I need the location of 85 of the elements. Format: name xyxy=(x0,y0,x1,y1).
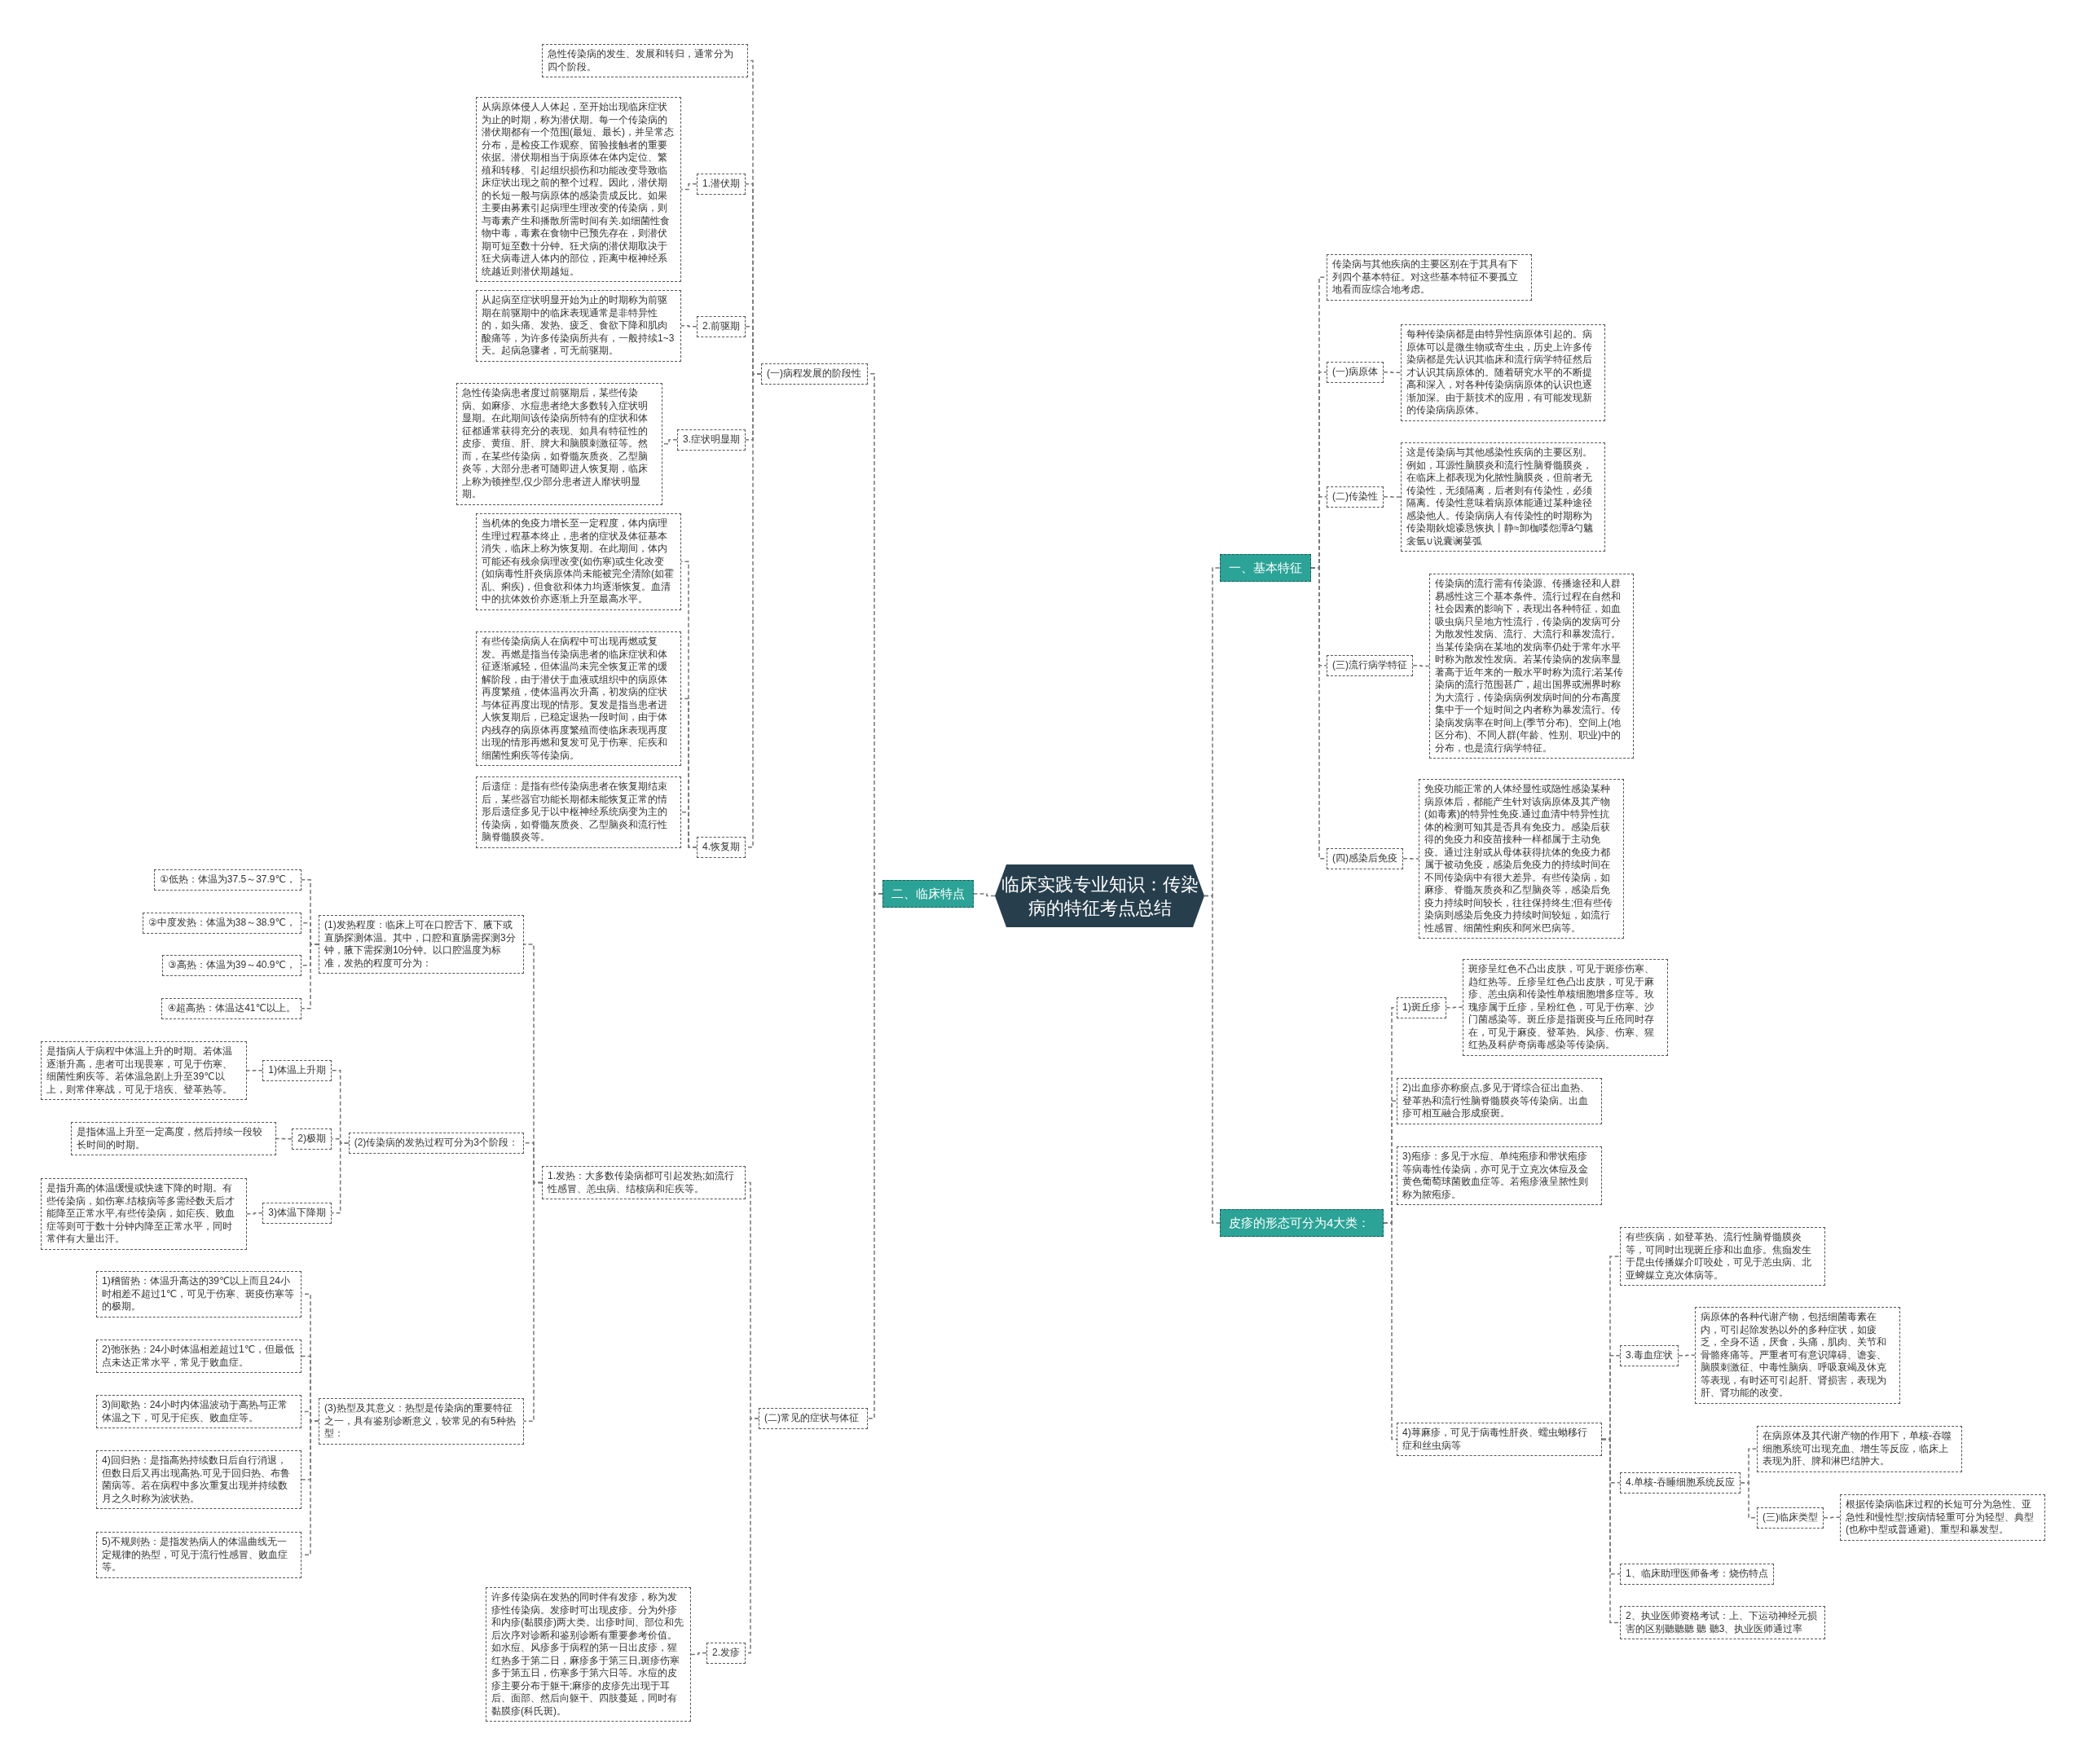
topic-box: 1.潜伏期 xyxy=(697,174,746,195)
connector-line xyxy=(1445,1006,1463,1009)
text-box: 许多传染病在发热的同时伴有发疹，称为发疹性传染病。发疹时可出现皮疹。分为外疹和内疹(黏膜疹)两大类。出疹时间、部位和先后次序对诊断和鉴别诊断有重要参考价值。如水痘、风疹多于病程的第一日出皮疹，猩红热多于第二日，麻疹多于第三日,斑疹伤寒多于第五日，伤寒多于第六日等。水痘的皮疹主要分布于躯干;麻疹的皮疹先出现于耳后、面部、然后向躯干、四肢蔓延，同时有黏膜疹(科氏斑)。 xyxy=(486,1587,691,1722)
text-box: 每种传染病都是由特异性病原体引起的。病原体可以是微生物或寄生虫，历史上许多传染病都是先认识其临床和流行病学特征然后才认识其病原体的。随着研究水平的不断提高和深入，对各种传染病病原体的认识也逐渐加深。由于新技术的应用，有可能发现新的传染病病原体。 xyxy=(1401,324,1605,421)
connector-line xyxy=(680,183,698,191)
topic-box: (四)感染后免疫 xyxy=(1327,848,1403,869)
connector-line xyxy=(1740,1482,1758,1519)
title-banner: 临床实践专业知识：传染病的特征考点总结 xyxy=(995,864,1204,927)
connector-line xyxy=(680,325,698,328)
text-box: 当机体的免疫力增长至一定程度，体内病理生理过程基本终止，患者的症状及体征基本消失，临床上称为恢复期。在此期间，体内可能还有残余病理改变(如伤寒)或生化改变(如病毒性肝炎病原体尚未能被完全清除(如霍乱、痢疾)，但食欲和体力均逐渐恢复。血清中的抗体效价亦逐渐上升至最高水平。 xyxy=(476,513,681,610)
connector-line xyxy=(690,1652,707,1656)
text-box: 1)稽留热：体温升高达的39℃以上而且24小时相差不超过1℃，可见于伤寒、斑疫伤寒等的极期。 xyxy=(96,1271,301,1318)
topic-box: 2.发疹 xyxy=(706,1643,746,1664)
text-box: 这是传染病与其他感染性疾病的主要区别。例如，耳源性脑膜炎和流行性脑脊髓膜炎，在临床上都表现为化脓性脑膜炎，但前者无传染性，无须隔离，后者则有传染性，必须隔离。传染性意味着病原体能通过某种途径感染他人。传染病病人有传染性的时期称为传染期鈥熄诿恳恢执丨静≈卸枷喽怨潭ǎ勺魑衾氩∪说囊谰荽弧 xyxy=(1401,442,1605,552)
topic-box: (2)传染病的发热过程可分为3个阶段： xyxy=(348,1133,524,1154)
topic-box: 1)体温上升期 xyxy=(262,1060,332,1081)
topic-box: (二)常见的症状与体征 xyxy=(759,1408,868,1429)
topic-box: (三)临床类型 xyxy=(1757,1507,1824,1529)
connector-line xyxy=(523,1181,543,1422)
text-box: 2)出血疹亦称瘀点,多见于肾综合征出血热、登革热和流行性脑脊髓膜炎等传染病。出血疹可相互融合形成瘀斑。 xyxy=(1397,1078,1602,1124)
connector-line xyxy=(973,893,996,897)
text-box: 在病原体及其代谢产物的作用下，单核-吞噬细胞系统可出现充血、增生等反应，临床上表现为肝、脾和淋巴结肿大。 xyxy=(1757,1426,1962,1472)
text-box: 5)不规则热：是指发热病人的体温曲线无一定规律的热型，可见于流行性感冒、败血症等。 xyxy=(96,1532,301,1578)
topic-box: ①低热：体温为37.5～37.9℃， xyxy=(154,869,301,891)
connector-line xyxy=(1601,1438,1621,1624)
topic-box: 2.前驱期 xyxy=(697,316,746,337)
topic-box: 1、临床助理医师备考：烧伤特点 xyxy=(1620,1564,1774,1585)
connector-line xyxy=(680,812,698,848)
text-box: 3)疱疹：多见于水痘、单纯疱疹和带状疱疹等病毒性传染病，亦可见于立克次体痘及金黄色葡萄球菌败血症等。若疱疹液呈脓性则称为脓疱疹。 xyxy=(1397,1146,1602,1205)
text-box: 2、执业医师资格考试：上、下运动神经元损害的区别聽聽聽 聽 聽3、执业医师通过率 xyxy=(1620,1606,1825,1639)
text-box: 斑疹呈红色不凸出皮肤，可见于斑疹伤寒、趋红热等。丘疹呈红色凸出皮肤，可见于麻疹、恙虫病和传染性单核细胞增多症等。玫瑰疹属于丘疹，呈粉红色，可见于伤寒、沙门菌感染等。斑丘疹是指斑疫与丘疮同时存在，可见于麻疫、登革热、风疹、伤寒、猩红热及科萨奇病毒感染等传染病。 xyxy=(1463,959,1668,1056)
connector-line xyxy=(1678,1354,1696,1357)
topic-box: 4.单核-吞睡细胞系统反应 xyxy=(1620,1472,1741,1493)
connector-line xyxy=(1383,372,1402,373)
text-box: 1.发热：大多数传染病都可引起发热;如流行性感冒、恙虫病、结核病和疟疾等。 xyxy=(542,1166,746,1199)
topic-box: 3.症状明显期 xyxy=(677,429,746,451)
text-box: 根据传染病临床过程的长短可分为急性、亚急性和慢性型;按病情轻重可分为轻型、典型(也称中型或普通避)、重型和暴发型。 xyxy=(1840,1494,2045,1541)
topic-box: (一)病程发展的阶段性 xyxy=(761,363,868,385)
connector-line xyxy=(1383,1222,1397,1441)
text-box: 是指病人于病程中体温上升的时期。若体温逐渐升高，患者可出现畏寒，可见于伤寒、细菌性痢疾等。若体温急剧上升至39℃以上，则常伴寒战，可见于培疾、登革热等。 xyxy=(41,1041,247,1100)
text-box: 是指升高的体温缓慢或快速下降的时期。有些传染病，如伤寒.结核病等多需经数天后才能降至正常水平,有些传染病，如疟疾、败血症等则可于数十分钟内降至正常水平，同时常伴有大量出汗。 xyxy=(41,1178,247,1250)
topic-box: 1)斑丘疹 xyxy=(1397,997,1446,1018)
text-box: 有些疾病，如登革热、流行性脑脊髓膜炎等，可同时出现斑丘疹和出血疹。焦痂发生于昆虫传播媒介叮咬处，可见于恙虫病、北亚蜱媒立克次体病等。 xyxy=(1620,1227,1825,1286)
connector-line xyxy=(275,1137,293,1140)
topic-box: ②中度发热：体温为38～38.9℃， xyxy=(143,913,301,934)
text-box: 从起病至症状明显开始为止的时期称为前驱期在前驱期中的临床表现通常是非特异性的，如头痛、发热、疲乏、食欲下降和肌肉酸痛等，为许多传染病所共有，一般持续1~3天。起病急骤者，可无前驱期。 xyxy=(476,290,681,362)
connector-line xyxy=(246,1212,264,1215)
topic-box: ④超高热：体温达41℃以上。 xyxy=(161,998,301,1019)
topic-box: 2)极期 xyxy=(292,1128,332,1150)
topic-box: ③高热：体温为39～40.9℃， xyxy=(162,955,301,976)
text-box: 急性传染病的发生、发展和转归，通常分为四个阶段。 xyxy=(542,44,748,77)
text-box: 是指体温上升至一定高度，然后持续一段较长时间的时期。 xyxy=(71,1122,276,1155)
text-box: (3)热型及其意义：热型是传染病的重要特征之一，具有鉴别诊断意义，较常见的有5种热型： xyxy=(319,1398,524,1445)
text-box: (1)发热程度：临床上可在口腔舌下、腋下或直肠探测体温。其中，口腔和直肠需探测3分钟，腋下需探测10分钟。以口腔温度为标准，发热的程度可分为： xyxy=(319,915,524,974)
text-box: 3)间歇热：24小时内体温波动于高热与正常体温之下，可见于疟疾、败血症等。 xyxy=(96,1395,301,1428)
topic-box: 3.毒血症状 xyxy=(1620,1345,1679,1366)
text-box: 后遗症：是指有些传染病患者在恢复期结束后，某些器官功能长期都未能恢复正常的情形后遗症多见于以中枢神经系统病变为主的传染病，如脊髓灰质炎、乙型脑炎和流行性脑脊髓膜炎等。 xyxy=(476,776,681,848)
branch-topic: 二、临床特点 xyxy=(882,880,974,908)
text-box: 传染病的流行需有传染源、传播途径和人群易感性这三个基本条件。流行过程在自然和社会因素的影响下，表现出各种特征，如血吸虫病只呈地方性流行，传染病的发病可分为散发性发病、流行、大流行和暴发流行。当某传染病在某地的发病率仍处于常年水平时称为散发性发病。若某传染病的发病率显著高于近年来的一般水平时称为流行;若某传染病的流行范围甚广，超出国界或洲界时称为大流行，传染病病例发病时间的分布高度集中于一个短时间之内者称为暴发流行。传染病发病率在时间上(季节分布)、空间上(地区分布)、不同人群(年龄、性别、职业)中的分布，也是流行病学特征。 xyxy=(1429,574,1634,759)
text-box: 急性传染病患者度过前驱期后，某些传染病、如麻疹、水痘患者绝大多数转入症状明显期。在此期间该传染病所特有的症状和体征都通常获得充分的表现、如具有特征性的皮疹、黄疸、肝、脾大和脑膜刺激征等。然而，在某些传染病，如脊髓灰质炎、乙型脑炎等，大部分患者可随即进人恢复期，临床上称为顿挫型,仅少部分患者进人靡状明显期。 xyxy=(456,383,662,505)
topic-box: (三)流行病学特征 xyxy=(1327,655,1413,676)
topic-box: (二)传染性 xyxy=(1327,486,1384,508)
connector-line xyxy=(1204,895,1221,1224)
connector-line xyxy=(1383,496,1402,498)
text-box: 从病原体侵人人体起，至开始出现临床症状为止的时期，称为潜伏期。每一个传染病的潜伏期都有一个范围(最短、最长)，并呈常态分布，是检疫工作观察、留验接触者的重要依据。潜伏期相当于病原体在体内定位、繁殖和转移、引起组织损伤和功能改变导致临床症状出现之前的整个过程。因此，潜伏期的长短一般与病原体的感染贵成反比。如果主要由募素引起病理生理改变的传染病，则与毒素产生和播散所需时间有关.如细菌性食物中毒，毒素在食物中已预先存在，则潜伏期可短至数十分钟。狂犬病的潜伏期取决于狂犬病毒进人体内的部位，距离中枢神经系统越近则潜伏期越短。 xyxy=(476,97,681,282)
connector-line xyxy=(1402,858,1419,860)
text-box: 2)弛张热：24小时体温相差超过1℃，但最低点未达正常水平，常见于败血症。 xyxy=(96,1339,301,1373)
text-box: 传染病与其他疾病的主要区别在于其具有下列四个基本特征。对这些基本特征不要孤立地看而应综合地考虑。 xyxy=(1327,254,1532,301)
text-box: 有些传染病病人在病程中可出现再燃或复发。再燃是指当传染病患者的临床症状和体征逐渐减轻，但体温尚未完全恢复正常的缓解阶段，由于潜伏于血液或组织中的病原体再度繁殖，使体温再次升高，初发病的症状与体征再度出现的情形。复发是指当患者进人恢复期后，已稳定退热一段时间，由于体内残存的病原体再度繁殖而使临床表现再度出现的情形再燃和复发可见于伤寒、疟疾和细菌性痢疾等传染病。 xyxy=(476,631,681,766)
topic-box: (一)病原体 xyxy=(1327,362,1384,383)
branch-topic: 一、基本特征 xyxy=(1220,554,1311,582)
text-box: 病原体的各种代谢产物，包括细菌毒素在内，可引起除发热以外的多种症状，如疲乏，全身不适，厌食，头痛，肌肉、关节和骨骼疼痛等。严重者可有意识障碍、谵妄、脑膜刺激征、中毒性脑病、呼吸衰竭及休克等表现，有时还可引起肝、肾损害，表现为肝、肾功能的改变。 xyxy=(1695,1307,1900,1404)
text-box: 免疫功能正常的人体经显性或隐性感染某种病原体后，都能产生针对该病原体及其产物(如毒素)的特异性免疫.通过血清中特异性抗体的检测可知其是否具有免疫力。感染后获得的免疫力和疫苗接种一样都属于主动免疫。通过注射或从母体获得抗体的免疫力都属于被动免疫，感染后免疫力的持续时间在不同传染病中有很大差异。有些传染病，如麻疹、脊髓灰质炎和乙型脑炎等，感染后免疫力持续时间较长，往往保持终生;但有些传染病则感染后免疫力持续时间较短，如流行性感冒、细菌性痢疾和阿米巴病等。 xyxy=(1419,779,1624,939)
connector-line xyxy=(246,1070,264,1071)
topic-box: 3)体温下降期 xyxy=(262,1203,332,1224)
connector-line xyxy=(301,944,319,1010)
branch-topic: 皮疹的形态可分为4大类： xyxy=(1220,1209,1384,1237)
connector-line xyxy=(1412,665,1430,667)
text-box: 4)荨麻疹，可见于病毒性肝炎、蠕虫蚴移行症和丝虫病等 xyxy=(1397,1423,1602,1456)
topic-box: 4.恢复期 xyxy=(697,837,746,858)
connector-line xyxy=(331,1142,350,1214)
connector-line xyxy=(1823,1516,1841,1519)
connector-line xyxy=(662,439,678,445)
text-box: 4)回归热：是指高热持续数日后自行消退，但数日后又再出现高热.可见于回归热、布鲁菌病等。若在病程中多次重复出现并持续数月之久时称为波状热。 xyxy=(96,1450,301,1509)
connector-line xyxy=(867,893,883,1419)
